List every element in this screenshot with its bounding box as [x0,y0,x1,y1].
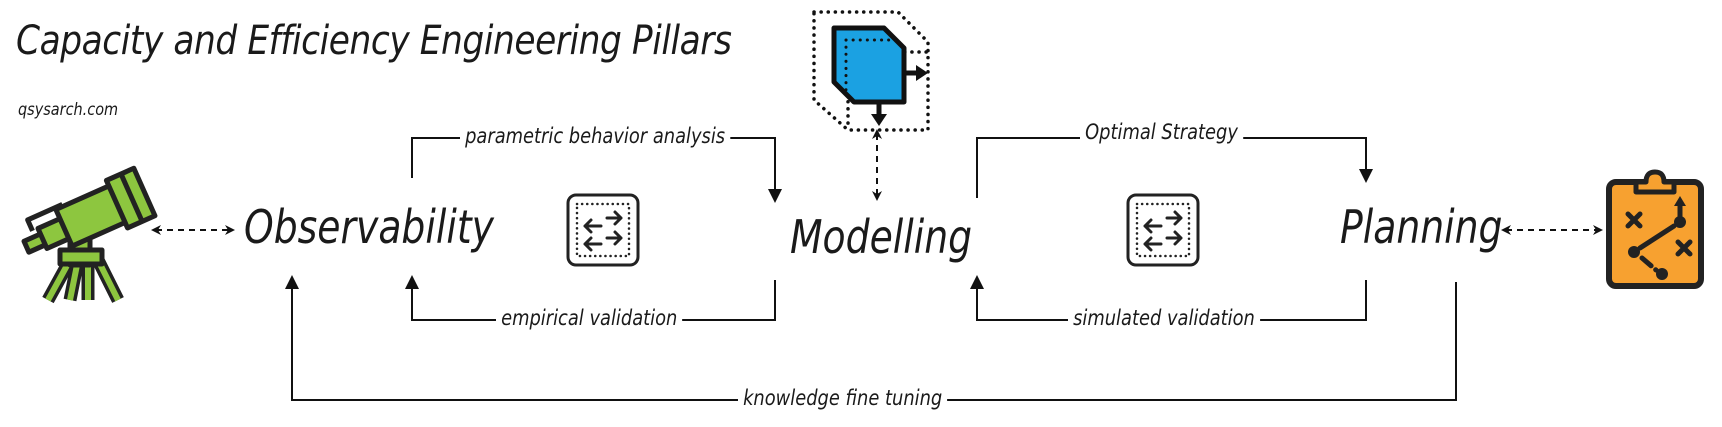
edge-label-empirical-validation: empirical validation [496,306,683,330]
exchange-arrows-icon [566,193,640,267]
pillar-modelling: Modelling [790,210,973,264]
edge-label-parametric-analysis: parametric behavior analysis [460,124,731,148]
edge-label-knowledge-fine-tuning: knowledge fine tuning [738,386,948,410]
cube-model-icon [812,10,930,132]
edge-label-simulated-validation: simulated validation [1068,306,1260,330]
site-url: qsysarch.com [18,100,119,120]
telescope-icon [21,165,158,304]
pillar-planning: Planning [1340,200,1503,254]
exchange-arrows-icon [1126,193,1200,267]
edge-label-optimal-strategy: Optimal Strategy [1080,120,1243,144]
strategy-clipboard-icon [1606,169,1704,289]
pillar-observability: Observability [244,200,494,254]
diagram-title: Capacity and Efficiency Engineering Pill… [16,18,732,64]
